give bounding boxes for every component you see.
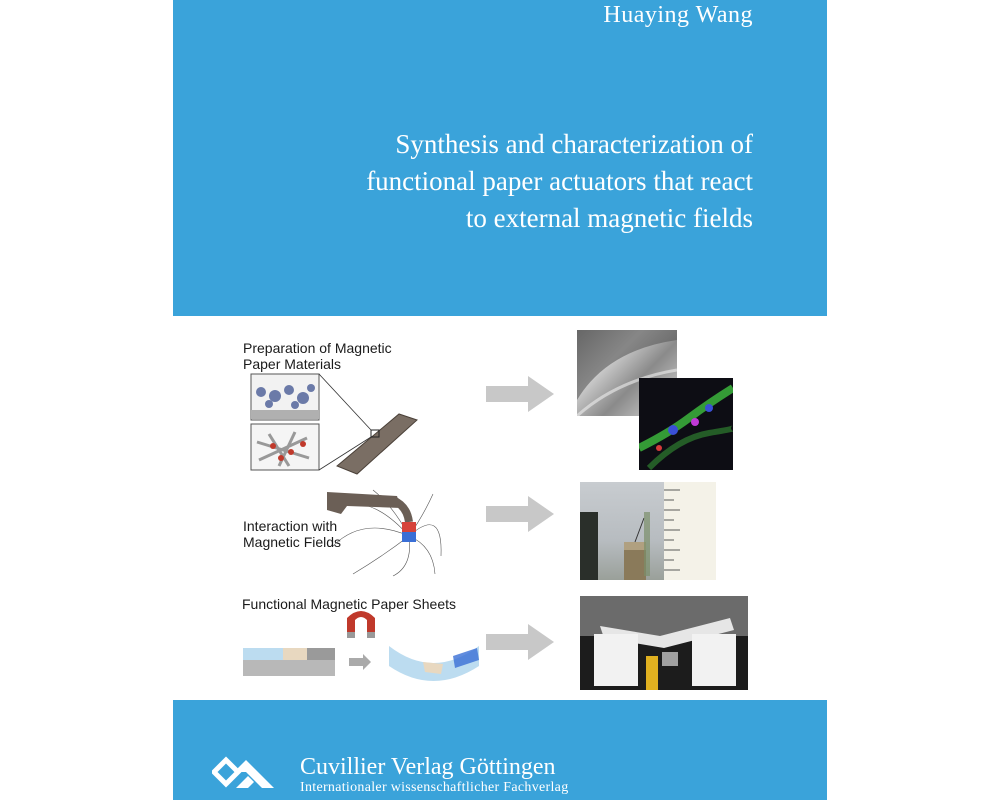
arrow-icon <box>486 624 554 660</box>
title-line: to external magnetic fields <box>465 203 753 233</box>
paper-schematic-image <box>250 373 418 475</box>
publisher-tagline: Internationaler wissenschaftlicher Fachv… <box>300 780 569 795</box>
arrow-icon <box>486 376 554 412</box>
publisher-logo-icon <box>212 756 274 788</box>
section1-label: Preparation of Magnetic Paper Materials <box>243 340 392 372</box>
paper-actuator-photo <box>580 596 748 690</box>
paper-sheet-schematic-image <box>243 611 479 681</box>
section3-label: Functional Magnetic Paper Sheets <box>242 596 457 612</box>
publisher-block: Cuvillier Verlag Göttingen International… <box>300 754 569 796</box>
section2-label: Interaction with Magnetic Fields <box>243 518 341 550</box>
arrow-icon <box>486 496 554 532</box>
section2-line: Interaction with <box>243 518 338 534</box>
author-name: Huaying Wang <box>603 2 753 28</box>
title-line: functional paper actuators that react <box>366 166 753 196</box>
title-line: Synthesis and characterization of <box>395 129 753 159</box>
section1-line: Paper Materials <box>243 356 342 372</box>
ruler-experiment-photo <box>580 482 716 580</box>
top-band: Huaying Wang Synthesis and characterizat… <box>173 0 827 316</box>
bottom-band <box>173 700 827 800</box>
section1-line: Preparation of Magnetic <box>243 340 392 356</box>
magnetic-field-schematic-image <box>327 489 442 577</box>
publisher-name: Cuvillier Verlag Göttingen <box>300 754 556 780</box>
book-cover: Huaying Wang Synthesis and characterizat… <box>173 0 827 800</box>
book-title: Synthesis and characterization of functi… <box>233 126 753 237</box>
section2-line: Magnetic Fields <box>243 534 342 550</box>
fluorescence-micrograph-image <box>639 378 733 470</box>
